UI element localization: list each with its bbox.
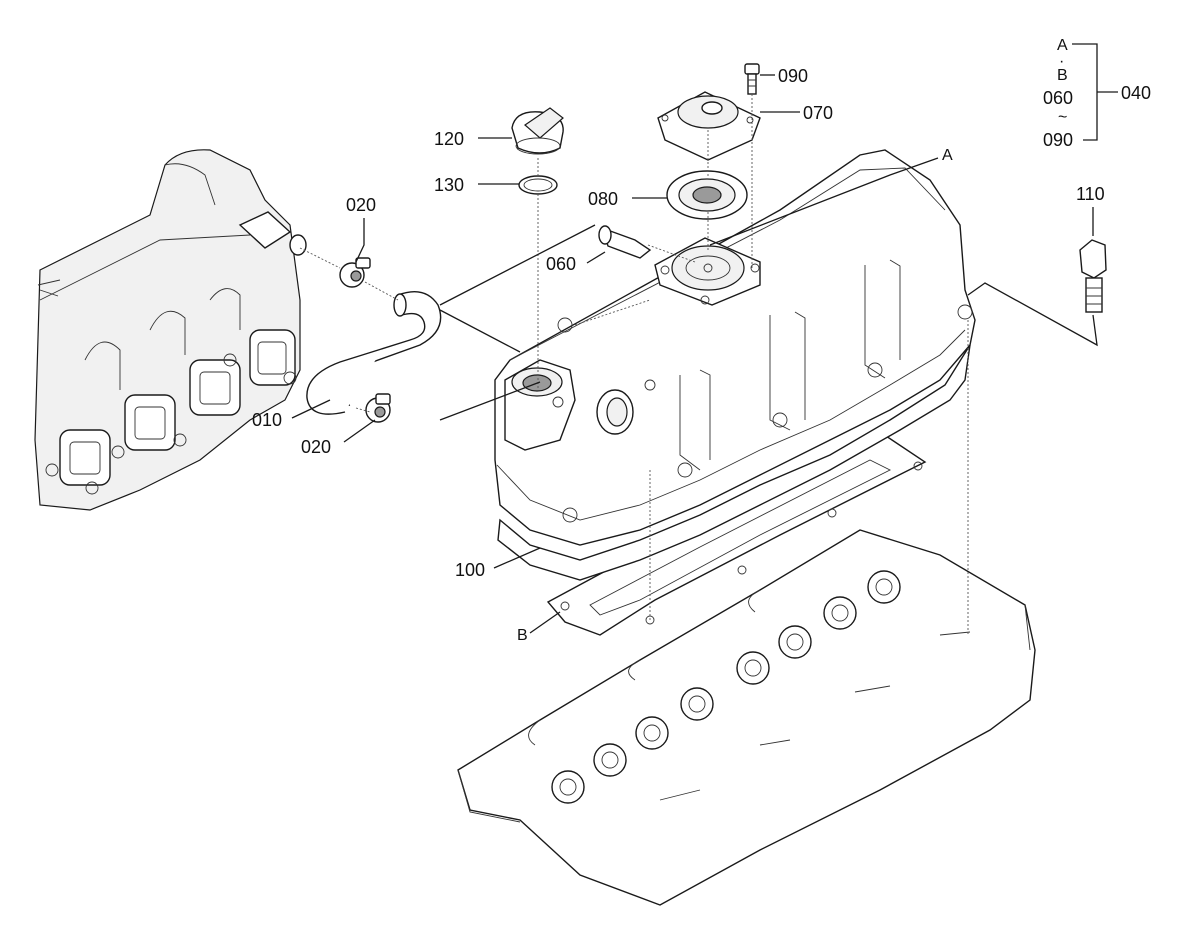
- callout-080: 080: [588, 189, 618, 209]
- callout-ref-a: A: [942, 147, 953, 164]
- legend-range-start: 060: [1043, 88, 1073, 108]
- breather-hose: [306, 291, 442, 415]
- leader-lines: [291, 74, 1094, 634]
- oil-filler-o-ring: [518, 175, 558, 195]
- cylinder-head: [457, 529, 1036, 906]
- callout-020-top: 020: [346, 195, 376, 215]
- assembly-lines: [299, 94, 1098, 635]
- valve-cover: [494, 149, 976, 546]
- legend-assembly-number: 040: [1121, 83, 1151, 103]
- breather-screw: [744, 63, 760, 95]
- hose-clamp-upper: [339, 257, 371, 288]
- callout-060: 060: [546, 254, 576, 274]
- legend-separator: ·: [1059, 53, 1064, 70]
- callout-110: 110: [1076, 184, 1105, 204]
- callout-labels: 120 130 020 060 080 090 070 A 010 020 10…: [252, 66, 1105, 644]
- callout-ref-b: B: [517, 627, 528, 644]
- breather-diaphragm: [666, 170, 748, 220]
- assembly-legend: A · B 060 ~ 090 040: [1043, 37, 1151, 150]
- callout-070: 070: [803, 103, 833, 123]
- callout-090: 090: [778, 66, 808, 86]
- oil-filler-cap: [511, 107, 564, 155]
- breather-pipe: [598, 225, 652, 259]
- manifold: [34, 149, 301, 511]
- valve-bosses: [551, 570, 901, 804]
- legend-from-ref: A: [1057, 37, 1068, 54]
- breather-cover: [657, 91, 761, 161]
- hose-clamp-lower: [365, 393, 391, 423]
- manifold-fitting: [238, 211, 307, 256]
- callout-120: 120: [434, 129, 464, 149]
- callout-020-bottom: 020: [301, 437, 331, 457]
- legend-range-end: 090: [1043, 130, 1073, 150]
- valve-cover-gasket: [497, 344, 971, 581]
- legend-range-tilde: ~: [1058, 109, 1067, 126]
- legend-to-ref: B: [1057, 67, 1068, 84]
- cover-bolt: [1079, 239, 1107, 313]
- callout-130: 130: [434, 175, 464, 195]
- callout-100: 100: [455, 560, 485, 580]
- callout-010: 010: [252, 410, 282, 430]
